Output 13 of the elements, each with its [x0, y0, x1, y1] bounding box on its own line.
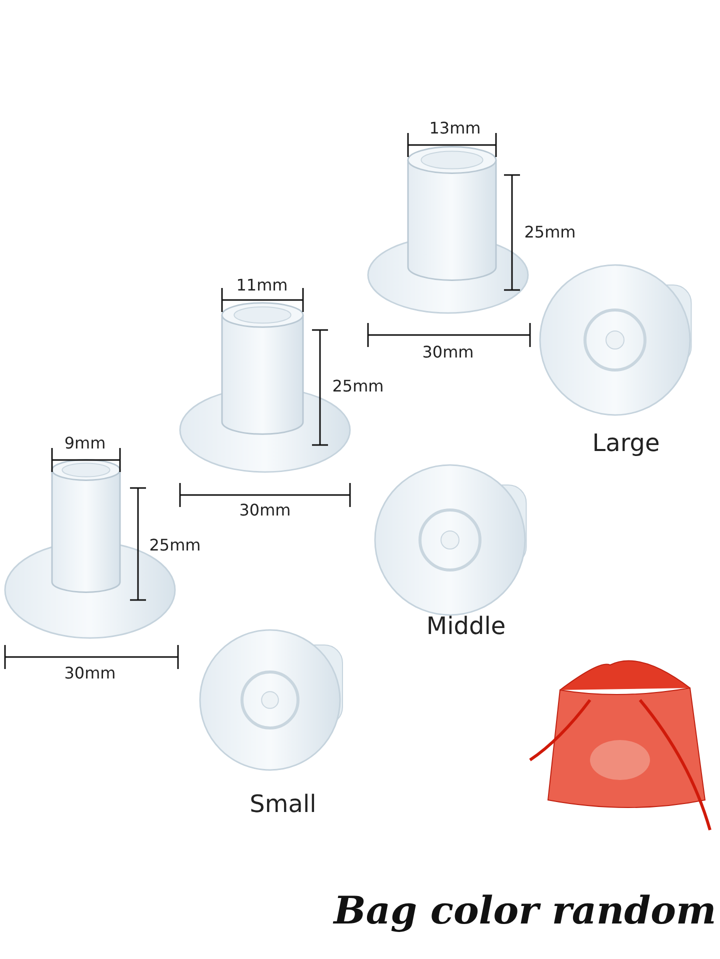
size-label: Small [250, 790, 316, 818]
note-text: Bag color random [334, 888, 716, 932]
dimension-label: 9mm [64, 434, 106, 452]
dimension-label: 30mm [64, 664, 116, 682]
dimension-label: 11mm [236, 276, 288, 294]
dimension-label: 13mm [429, 118, 481, 138]
size-label: Middle [426, 612, 506, 640]
dimension-label: 25mm [332, 376, 384, 396]
dimension-label: 25mm [149, 536, 201, 554]
dimension-label: 25mm [524, 222, 576, 242]
dimension-label: 30mm [422, 342, 474, 362]
dimension-label: 30mm [239, 500, 291, 520]
size-label: Large [592, 429, 660, 457]
